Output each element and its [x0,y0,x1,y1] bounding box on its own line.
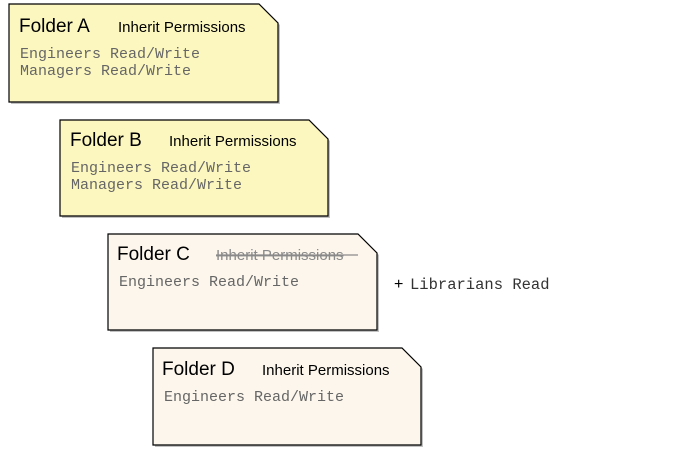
folder-b-permission-managers: Managers Read/Write [71,177,242,194]
folder-d-permission-engineers: Engineers Read/Write [164,389,344,406]
folder-d-inherit-label: Inherit Permissions [262,362,390,379]
folder-a-permission-managers: Managers Read/Write [20,63,191,80]
folder-c-permission-engineers: Engineers Read/Write [119,274,299,291]
folder-a-title: Folder A [19,16,90,37]
added-permission-librarians: Librarians Read [410,276,550,294]
folder-b-permission-engineers: Engineers Read/Write [71,160,251,177]
folder-d-title: Folder D [162,359,235,380]
folder-card-c-shape [107,233,378,331]
folder-card-b: Folder B Inherit Permissions Engineers R… [59,119,330,218]
folder-card-d-shape [152,347,422,446]
folder-card-a: Folder A Inherit Permissions Engineers R… [8,3,280,104]
folder-card-d: Folder D Inherit Permissions Engineers R… [152,347,423,447]
folder-b-title: Folder B [70,130,142,151]
folder-a-inherit-label: Inherit Permissions [118,19,246,36]
plus-icon: + [394,276,403,293]
folder-card-a-shape [8,3,279,103]
folder-a-permission-engineers: Engineers Read/Write [20,46,200,63]
folder-c-title: Folder C [117,244,190,265]
folder-b-inherit-label: Inherit Permissions [169,133,297,150]
folder-card-c: Folder C Inherit Permissions Engineers R… [107,233,379,332]
folder-card-b-shape [59,119,329,217]
